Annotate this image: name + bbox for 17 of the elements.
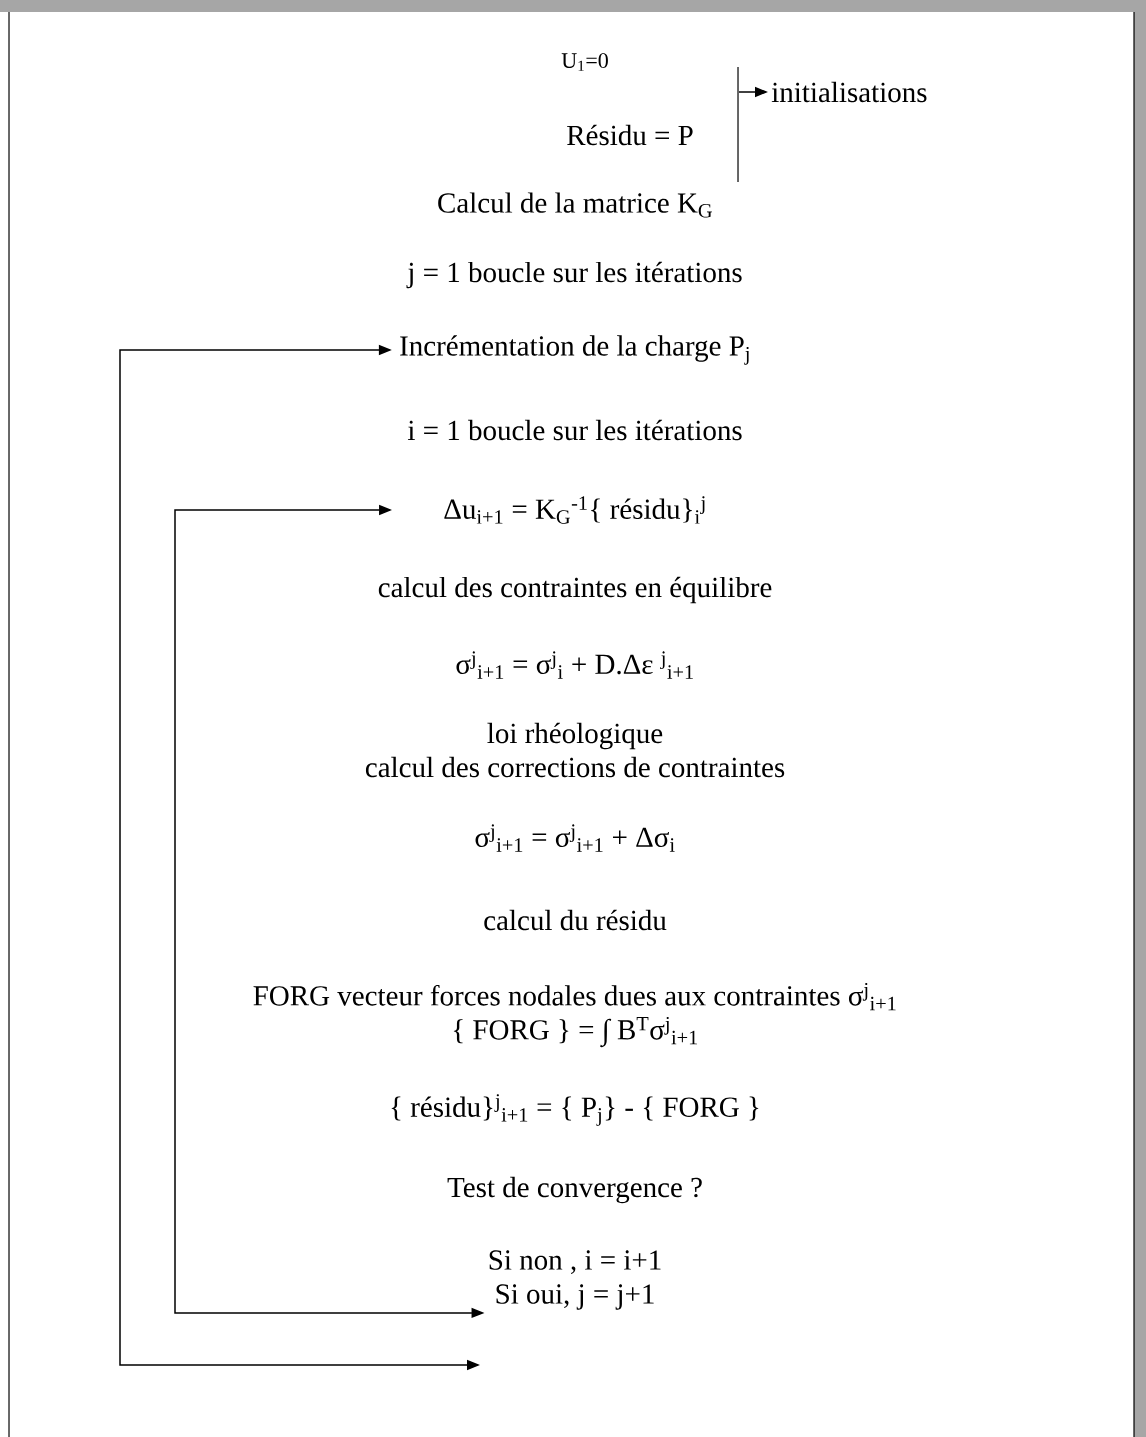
step-text: σ$^{j}$$_{i+1}$ = σ$^{j}$$_{i}$ + D.Δε $^{j}$i+1 [456,651,693,679]
step-label: initialisations [771,81,927,103]
step-text: Incrémentation de la charge P$_{j}$ [400,335,749,365]
step-text: Test de convergence ? [447,1176,702,1204]
step-text: calcul des contraintes en équilibre [378,576,772,604]
step-text: calcul du résidu [484,909,667,931]
step-text: loi rhéologique calcul des corrections de contraintes [365,722,785,778]
step-text: Calcul de la matrice K$_{G}$ [438,192,712,218]
step-text: FORG vecteur forces nodales dues aux contraintes σ$^{j}$i+1 { FORG } = ∫ B$^{T}$σ$^{j}$i+1 [253,982,896,1048]
step-text: σ$^{j}$$_{i+1}$ = σ$^{j}$$_{i+1}$ + Δσ$_{i}$ [475,824,675,852]
formula-text: Résidu = P [567,124,693,146]
step-text: j = 1 boucle sur les itérations [406,261,742,289]
step-text: Si non , i = i+1 Si oui, j = j+1 [489,1250,661,1310]
step-text: { résidu}$^{j}$$_{i+1}$ = { P$_{j}$} - { FORG } [391,1094,759,1126]
step-text: i = 1 boucle sur les itérations [407,419,742,441]
formula-text: U$_{1}$=0 [561,53,608,71]
step-text: Δu$_{i+1}$ = K$_{G}$$^{-1}${ résidu}$_{i}$j [444,496,705,524]
